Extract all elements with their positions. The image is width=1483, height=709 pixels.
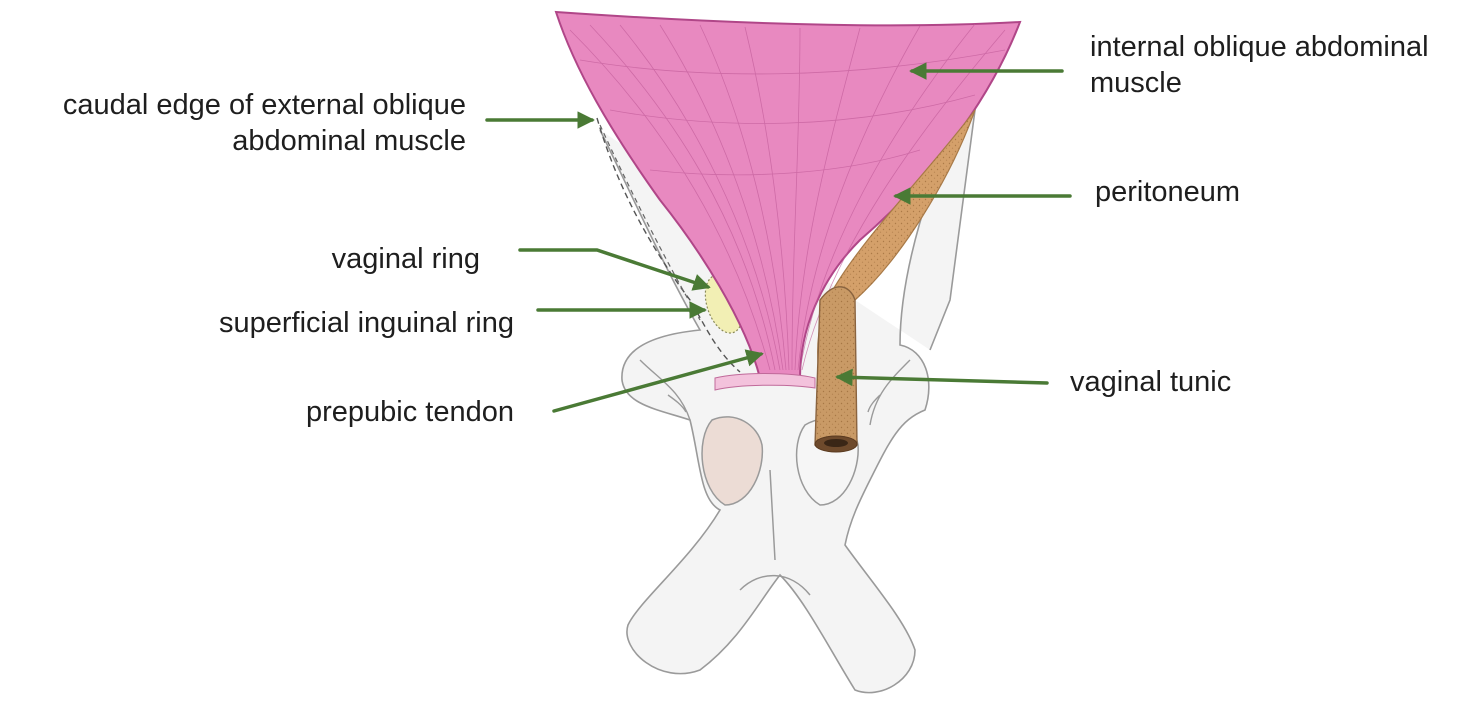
- acetabulum-right: [867, 359, 911, 426]
- internal-oblique-muscle-shape: [554, 10, 1022, 379]
- acetabulum-left: [639, 359, 691, 421]
- prepubic-tendon-shape: [714, 373, 816, 391]
- label-prepubic-tendon-text: prepubic tendon: [306, 396, 514, 428]
- label-caudal-edge: caudal edge of external oblique abdomina…: [0, 87, 466, 159]
- pelvis-body: [599, 108, 977, 694]
- label-internal-oblique-line1: internal oblique abdominal: [1090, 31, 1429, 63]
- muscle-fibers: [569, 23, 1006, 371]
- label-peritoneum: peritoneum: [1095, 174, 1240, 210]
- arrow-vaginal-ring: [518, 248, 711, 291]
- label-vaginal-ring-text: vaginal ring: [331, 243, 480, 275]
- label-peritoneum-text: peritoneum: [1095, 176, 1241, 208]
- external-oblique-edge-2: [599, 124, 701, 321]
- pubic-symphysis: [739, 469, 811, 596]
- label-caudal-edge-line2: abdominal muscle: [232, 125, 466, 157]
- external-oblique-edge: [596, 117, 741, 373]
- label-caudal-edge-line1: caudal edge of external oblique: [62, 89, 466, 121]
- label-vaginal-ring: vaginal ring: [200, 241, 480, 277]
- label-prepubic-tendon: prepubic tendon: [200, 394, 514, 430]
- label-superficial-inguinal-ring-text: superficial inguinal ring: [219, 307, 514, 339]
- obturator-foramen-left: [701, 416, 764, 506]
- arrow-vaginal-tunic: [835, 368, 1049, 387]
- label-internal-oblique-line2: muscle: [1090, 67, 1182, 99]
- label-superficial-inguinal-ring: superficial inguinal ring: [150, 305, 514, 341]
- vaginal-tunic-shape: [814, 286, 858, 453]
- leader-arrows: [485, 62, 1072, 413]
- label-vaginal-tunic: vaginal tunic: [1070, 364, 1231, 400]
- arrow-prepubic-tendon: [552, 349, 764, 413]
- peritoneum-texture: [817, 110, 975, 378]
- label-vaginal-tunic-text: vaginal tunic: [1070, 366, 1232, 398]
- label-internal-oblique: internal oblique abdominal muscle: [1090, 29, 1429, 101]
